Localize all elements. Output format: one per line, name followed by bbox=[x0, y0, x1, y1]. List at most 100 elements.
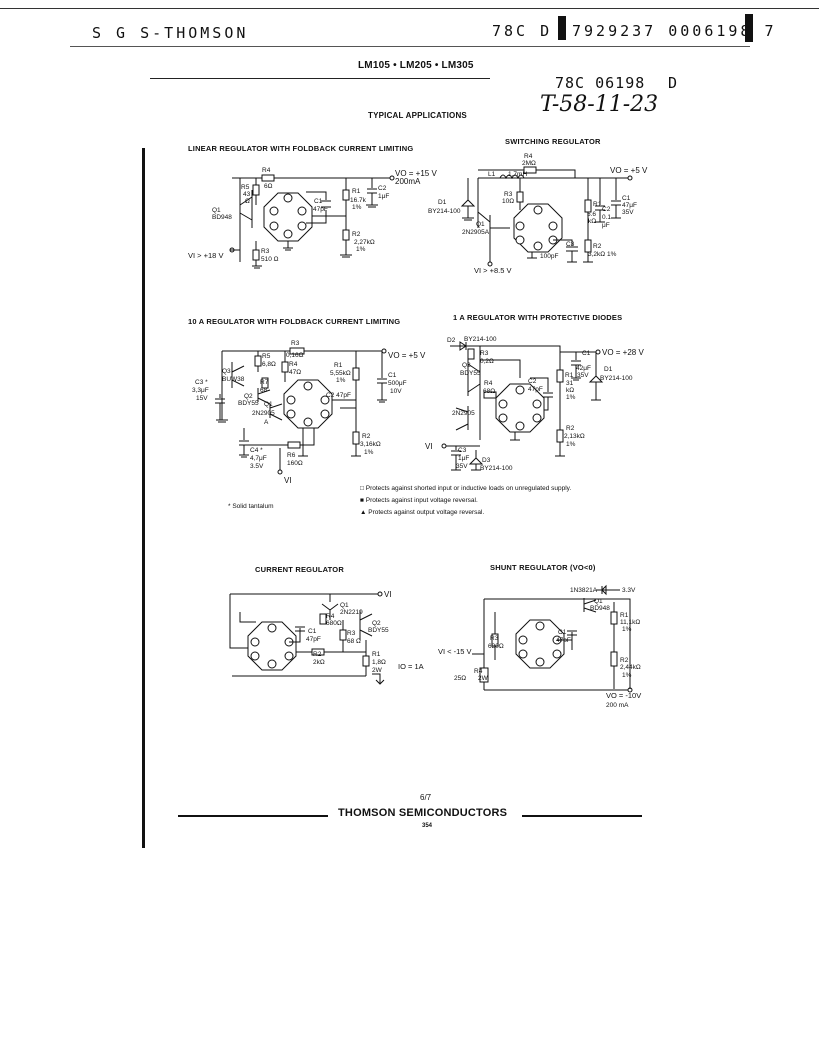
pr-c2: C2 bbox=[528, 378, 537, 385]
lin-q1: Q1 bbox=[212, 207, 221, 214]
pr-r4v: 68Ω bbox=[483, 388, 495, 395]
lin-vo: VO = +15 V bbox=[395, 169, 437, 178]
sh-c1v: 47pF bbox=[556, 637, 571, 644]
pr-r1: R1 bbox=[565, 372, 574, 379]
ta-c4v: 4,7μF bbox=[250, 455, 267, 462]
caption-shunt: SHUNT REGULATOR (VO<0) bbox=[490, 563, 596, 572]
sw-r2v: 3,2kΩ 1% bbox=[588, 251, 617, 258]
lin-io: 200mA bbox=[395, 177, 421, 186]
sw-r1v: 5.6 bbox=[587, 211, 596, 218]
legend-item: □ Protects against shorted input or indu… bbox=[360, 485, 660, 492]
sh-c1: C1 bbox=[558, 629, 567, 636]
ta-c3: C3 * bbox=[195, 379, 208, 386]
sh-q1: Q1 bbox=[594, 598, 603, 605]
sw-q1: Q1 bbox=[476, 221, 485, 228]
note-solid-tantalum: * Solid tantalum bbox=[228, 503, 274, 510]
pr-d3: D3 bbox=[482, 457, 491, 464]
sw-r1u: kΩ bbox=[588, 218, 596, 225]
sh-r4u: 2W bbox=[478, 675, 489, 682]
pr-q2v: BDY55 bbox=[460, 370, 481, 377]
ta-c1: C1 bbox=[388, 372, 397, 379]
ta-r3v: 0,16Ω bbox=[286, 352, 304, 359]
sw-c3: C3 bbox=[566, 241, 575, 248]
pr-c2v: 47pF bbox=[528, 386, 543, 393]
ta-q2: Q2 bbox=[244, 393, 253, 400]
ta-q1: Q1 bbox=[264, 401, 273, 408]
lin-c1v: 47pF bbox=[313, 206, 328, 213]
sw-vo: VO = +5 V bbox=[610, 166, 648, 175]
cu-c1: C1 bbox=[308, 628, 317, 635]
sw-r3: R3 bbox=[504, 191, 513, 198]
lin-r3v: 510 Ω bbox=[261, 256, 279, 263]
sh-r4: R4 bbox=[474, 668, 483, 675]
cu-r2v: 2kΩ bbox=[313, 659, 325, 666]
sw-c2u: μF bbox=[602, 222, 610, 229]
pr-c1u: 35V bbox=[577, 372, 589, 379]
footer-page: 6/7 bbox=[420, 793, 432, 802]
ta-r3: R3 bbox=[291, 340, 300, 347]
sh-r3v: 620Ω bbox=[488, 643, 504, 650]
pr-c1v: 42μF bbox=[576, 365, 591, 372]
stamp-letter: D bbox=[668, 74, 681, 92]
top-rule bbox=[0, 8, 819, 9]
sh-r3: R3 bbox=[490, 635, 499, 642]
pr-c3v: 1μF bbox=[458, 455, 469, 462]
lin-r1t: 1% bbox=[352, 204, 362, 211]
footer-rule-left bbox=[178, 815, 328, 817]
lin-vi: VI > +18 V bbox=[188, 251, 223, 260]
footer-number: 354 bbox=[422, 823, 433, 829]
sw-c2v: 0.1 bbox=[602, 214, 611, 221]
lin-r2t: 1% bbox=[356, 246, 366, 253]
pr-r3: R3 bbox=[480, 350, 489, 357]
caption-linear: LINEAR REGULATOR WITH FOLDBACK CURRENT L… bbox=[188, 144, 414, 153]
sh-r4v: 25Ω bbox=[454, 675, 466, 682]
ta-c4u: 3.5V bbox=[250, 463, 264, 470]
ta-q3: Q3 bbox=[222, 368, 231, 375]
company-name: S G S-THOMSON bbox=[92, 24, 249, 42]
pr-q2: Q2 bbox=[462, 362, 471, 369]
legend-text: Protects against shorted input or induct… bbox=[365, 485, 572, 492]
ta-r4v: 47Ω bbox=[289, 369, 301, 376]
pr-vo: VO = +28 V bbox=[602, 348, 644, 357]
ta-c3u: 15V bbox=[196, 395, 208, 402]
left-edge-mark bbox=[142, 148, 145, 848]
ta-r5: R5 bbox=[262, 353, 271, 360]
caption-10a: 10 A REGULATOR WITH FOLDBACK CURRENT LIM… bbox=[188, 317, 401, 326]
ta-r6: R6 bbox=[287, 452, 296, 459]
pr-q1: 2N2905 bbox=[452, 410, 475, 417]
sw-q1v: 2N2905A bbox=[462, 229, 490, 236]
sh-r1v: 11,1kΩ bbox=[620, 619, 640, 626]
handwritten-code: T-58-11-23 bbox=[540, 92, 659, 117]
cu-r3: R3 bbox=[347, 630, 356, 637]
figure-current bbox=[229, 591, 385, 685]
pr-d1: D1 bbox=[604, 366, 613, 373]
sw-c1v: 47μF bbox=[622, 202, 637, 209]
pr-r1u: kΩ bbox=[566, 387, 574, 394]
legend-symbol: ▲ bbox=[360, 509, 367, 516]
cu-r1u: 2W bbox=[372, 667, 383, 674]
pr-vi: VI bbox=[425, 442, 433, 451]
legend-text: Protects against input voltage reversal. bbox=[365, 497, 478, 504]
cu-vi: VI bbox=[384, 590, 392, 599]
cu-q1: Q1 bbox=[340, 602, 349, 609]
sh-r2: R2 bbox=[620, 657, 629, 664]
lin-r1: R1 bbox=[352, 188, 361, 195]
stamp-code: 78C 06198 bbox=[555, 74, 646, 92]
sh-r1t: 1% bbox=[622, 626, 632, 633]
pr-c1: C1 bbox=[582, 350, 591, 357]
lin-r4: R4 bbox=[262, 167, 271, 174]
cu-r4: R4 bbox=[326, 613, 335, 620]
sh-q1v: BD948 bbox=[590, 605, 610, 612]
pr-d2v: BY214-100 bbox=[464, 336, 497, 343]
sw-l1: L1 bbox=[488, 171, 496, 178]
figure-protective bbox=[441, 341, 604, 471]
sw-c1u: 35V bbox=[622, 209, 634, 216]
lin-r1v: 16.7k bbox=[350, 197, 367, 204]
header-code-right: 7929237 0006198 7 bbox=[572, 22, 777, 40]
sh-r2v: 2,44kΩ bbox=[620, 664, 641, 671]
cu-io: IO = 1A bbox=[398, 662, 424, 671]
ta-c1v: 500μF bbox=[388, 380, 407, 387]
sw-r4v: 2MΩ bbox=[522, 160, 536, 167]
ta-q3v: BUW38 bbox=[222, 376, 245, 383]
